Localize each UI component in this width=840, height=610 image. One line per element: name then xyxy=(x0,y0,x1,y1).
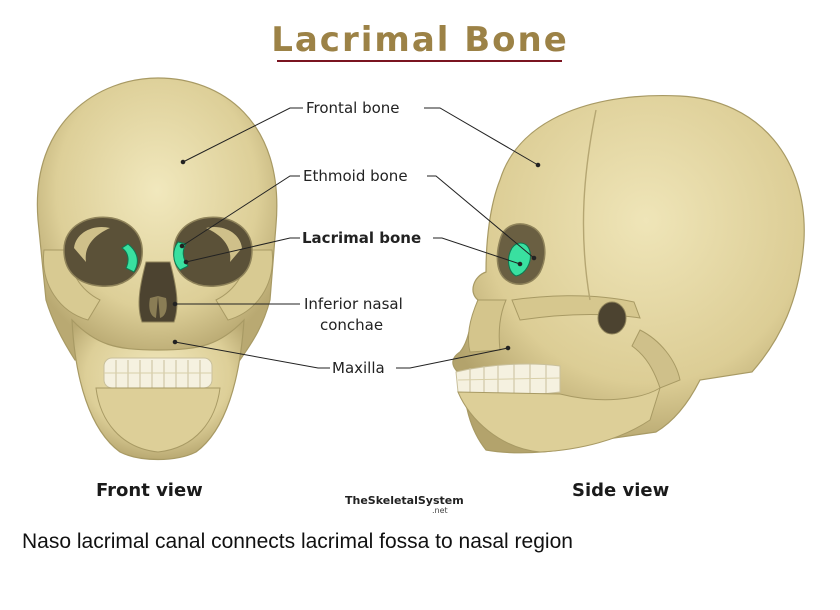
brand-logo-text: TheSkeletalSystem xyxy=(345,494,464,507)
label-conchae: conchae xyxy=(320,316,383,334)
label-maxilla: Maxilla xyxy=(332,359,385,377)
front-view-label: Front view xyxy=(96,480,203,501)
label-ethmoid-bone: Ethmoid bone xyxy=(303,167,408,185)
front-skull xyxy=(36,77,278,461)
label-inferior-nasal: Inferior nasal xyxy=(304,295,403,313)
diagram-title: Lacrimal Bone xyxy=(271,20,569,60)
side-view-label: Side view xyxy=(572,480,669,501)
brand-logo-suffix: .net xyxy=(432,506,448,515)
title-underline xyxy=(277,60,562,62)
caption: Naso lacrimal canal connects lacrimal fo… xyxy=(22,530,573,553)
label-frontal-bone: Frontal bone xyxy=(306,99,400,117)
nasal-cavity xyxy=(138,261,178,323)
leader-lines xyxy=(172,107,541,369)
front-teeth xyxy=(103,357,213,389)
lacrimal-highlight-side xyxy=(508,242,531,277)
lacrimal-highlight-left xyxy=(121,243,138,273)
side-skull xyxy=(452,94,805,454)
label-lacrimal-bone: Lacrimal bone xyxy=(302,229,421,247)
side-teeth xyxy=(455,363,561,396)
